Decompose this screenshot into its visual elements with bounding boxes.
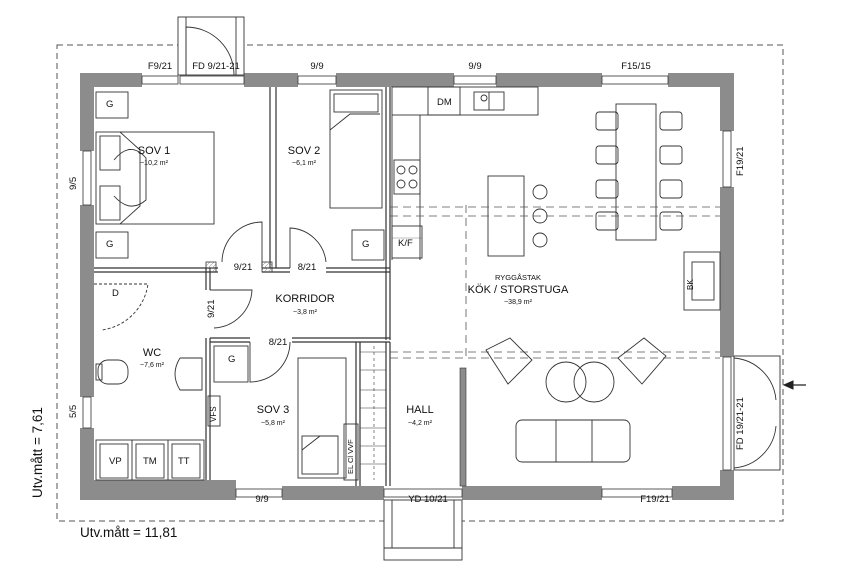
- symbol-label: VFS: [209, 406, 218, 422]
- room-name-sov1: SOV 1: [137, 145, 171, 157]
- room-name-sov2: SOV 2: [287, 145, 321, 157]
- sov3-furniture: [207, 345, 359, 481]
- wardrobe-hatch: [360, 346, 386, 480]
- door-swings: [94, 16, 781, 561]
- symbol-label: G: [228, 354, 236, 365]
- roof-line-dashed: [390, 205, 720, 360]
- window-label: 9/9: [310, 61, 324, 72]
- symbol-label: G: [106, 239, 114, 250]
- bed-sov1: [95, 91, 215, 259]
- window-label: 9/5: [68, 176, 79, 190]
- symbol-label: K/F: [398, 238, 413, 249]
- symbol-label: TM: [143, 456, 157, 467]
- interior-walls: [94, 87, 391, 486]
- window-label: 9/9: [255, 494, 269, 505]
- symbol-label: VP: [109, 456, 122, 467]
- room-area-sov1: ~10,2 m²: [140, 160, 168, 167]
- symbol-label: EL Cl VVF: [346, 439, 355, 474]
- window-label: F9/21: [147, 61, 173, 72]
- bed-sov2: [329, 89, 385, 261]
- symbol-label: DM: [437, 97, 452, 108]
- exterior-walls: [80, 73, 734, 500]
- door-label: 8/21: [268, 337, 288, 348]
- dining-table: [595, 103, 683, 241]
- window-label: FD 19/21-21: [735, 397, 746, 450]
- wc-fixtures: [95, 357, 205, 481]
- height-dimension: Utv.mått = 7,61: [30, 407, 45, 498]
- entry-arrow: [782, 380, 806, 390]
- window-label: 5/5: [68, 404, 79, 418]
- symbol-label: TT: [178, 456, 190, 467]
- room-area-wc: ~7,6 m²: [140, 362, 164, 369]
- window-label: F15/15: [621, 61, 651, 72]
- window-label: F19/21: [735, 146, 746, 176]
- hall-partition: [459, 367, 467, 487]
- symbol-label: D: [112, 288, 119, 299]
- room-name-korridor: KORRIDOR: [275, 293, 335, 305]
- door-label: 9/21: [233, 262, 253, 273]
- width-dimension: Utv.mått = 11,81: [80, 525, 178, 540]
- roof-note: RYGGÅSTAK: [495, 273, 541, 282]
- living-furniture: [485, 251, 721, 463]
- symbol-label: G: [362, 239, 370, 250]
- room-name-wc: WC: [142, 347, 162, 359]
- window-label: YD 10/21: [408, 494, 448, 505]
- room-name-kok: KÖK / STORSTUGA: [467, 284, 569, 296]
- room-area-kok: ~38,9 m²: [504, 299, 532, 306]
- window-label: FD 9/21-21: [192, 61, 240, 72]
- kitchen-fixtures: [391, 86, 548, 260]
- window-label: 9/9: [468, 61, 482, 72]
- symbol-label: BK: [686, 279, 695, 290]
- room-area-korridor: ~3,8 m²: [293, 309, 317, 316]
- door-label: 8/21: [297, 262, 317, 273]
- room-name-sov3: SOV 3: [256, 404, 290, 416]
- room-area-sov3: ~5,8 m²: [261, 420, 285, 427]
- window-openings: [82, 75, 732, 498]
- symbol-label: G: [106, 99, 114, 110]
- room-area-sov2: ~6,1 m²: [292, 160, 316, 167]
- room-name-hall: HALL: [406, 404, 434, 416]
- room-area-hall: ~4,2 m²: [408, 420, 432, 427]
- door-label: 9/21: [206, 299, 217, 319]
- window-label: F19/21: [640, 494, 670, 505]
